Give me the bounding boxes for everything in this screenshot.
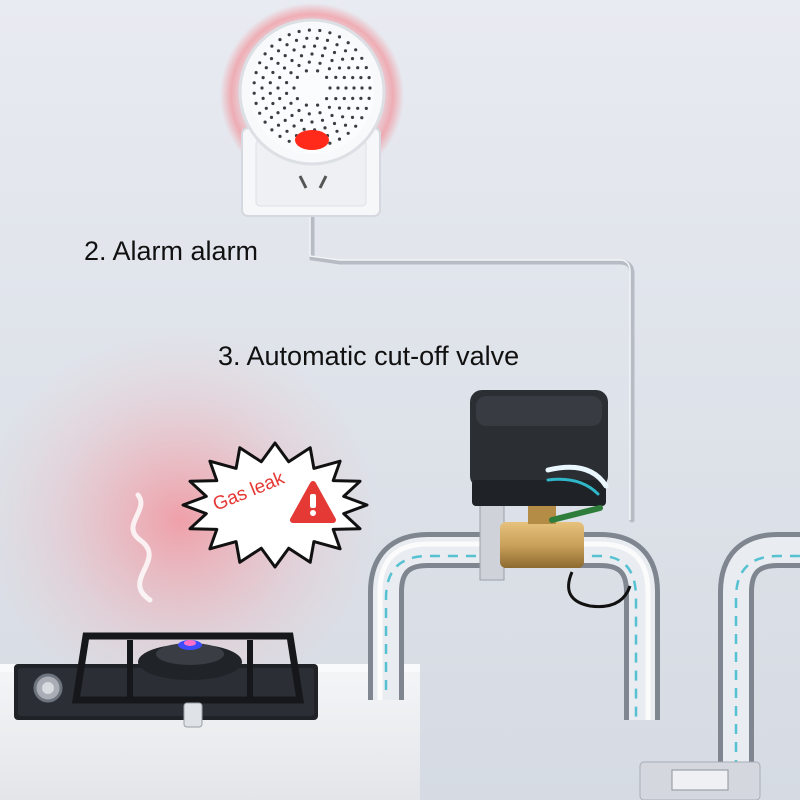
gas-pipe-right [718, 532, 800, 780]
gas-flame-icon [178, 640, 202, 650]
gas-pipe-left [368, 532, 660, 720]
gas-leak-callout [181, 441, 369, 569]
alarm-step-label: 2. Alarm alarm [84, 236, 259, 266]
valve-step-label: 3. Automatic cut-off valve [218, 341, 520, 371]
automatic-cut-off-valve [470, 390, 632, 609]
warning-icon [290, 481, 336, 523]
smoke [130, 492, 153, 603]
gas-glow [0, 330, 380, 710]
alarm-indicator-button [295, 130, 329, 150]
gas-stove [14, 632, 318, 728]
gas-meter [639, 761, 761, 800]
gas-alarm-detector [238, 18, 386, 166]
